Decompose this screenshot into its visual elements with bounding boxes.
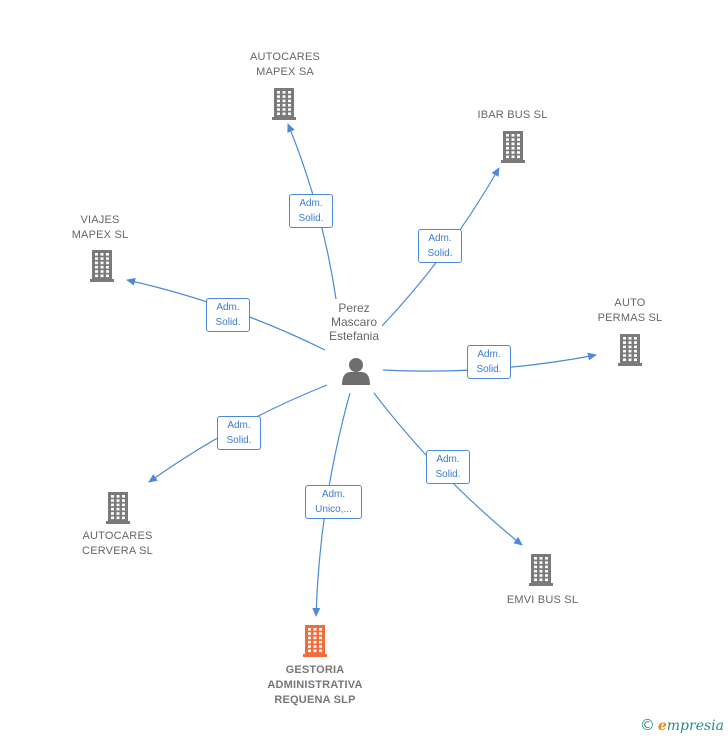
edge-label-autocares-cervera[interactable]: Adm. Solid.	[217, 416, 261, 450]
brand-initial: e	[657, 718, 667, 734]
company-label-gestoria[interactable]: GESTORIA ADMINISTRATIVA REQUENA SLP	[267, 664, 363, 706]
building-icon-viajes-mapex[interactable]	[90, 250, 114, 282]
company-label-ibar-bus[interactable]: IBAR BUS SL	[477, 109, 548, 121]
building-icon-autocares-mapex[interactable]	[272, 88, 296, 120]
company-label-viajes-mapex[interactable]: VIAJES MAPEX SL	[71, 214, 129, 241]
edge-label-autocares-mapex[interactable]: Adm. Solid.	[289, 194, 333, 228]
edge-label-emvi-bus[interactable]: Adm. Solid.	[426, 450, 470, 484]
edge-label-viajes-mapex[interactable]: Adm. Solid.	[206, 298, 250, 332]
brand-name: mpresia	[666, 718, 724, 734]
company-label-autocares-cervera[interactable]: AUTOCARES CERVERA SL	[82, 530, 153, 557]
building-icon-autocares-cervera[interactable]	[106, 492, 130, 524]
building-icon-ibar-bus[interactable]	[501, 131, 525, 163]
edge-label-auto-permas[interactable]: Adm. Solid.	[467, 345, 511, 379]
building-icon-gestoria[interactable]	[303, 625, 327, 657]
edge-label-ibar-bus[interactable]: Adm. Solid.	[418, 229, 462, 263]
person-icon[interactable]	[342, 358, 370, 385]
copyright-icon: ©	[639, 716, 655, 734]
building-icon-emvi-bus[interactable]	[529, 554, 553, 586]
edge-label-gestoria[interactable]: Adm. Unico,...	[305, 485, 362, 519]
person-name-label: Perez Mascaro Estefania	[328, 301, 380, 343]
company-label-emvi-bus[interactable]: EMVI BUS SL	[506, 594, 579, 606]
building-icon-auto-permas[interactable]	[618, 334, 642, 366]
empresia-brand[interactable]: ©empresia	[640, 716, 724, 734]
company-label-auto-permas[interactable]: AUTO PERMAS SL	[597, 297, 663, 324]
company-label-autocares-mapex[interactable]: AUTOCARES MAPEX SA	[249, 51, 321, 78]
